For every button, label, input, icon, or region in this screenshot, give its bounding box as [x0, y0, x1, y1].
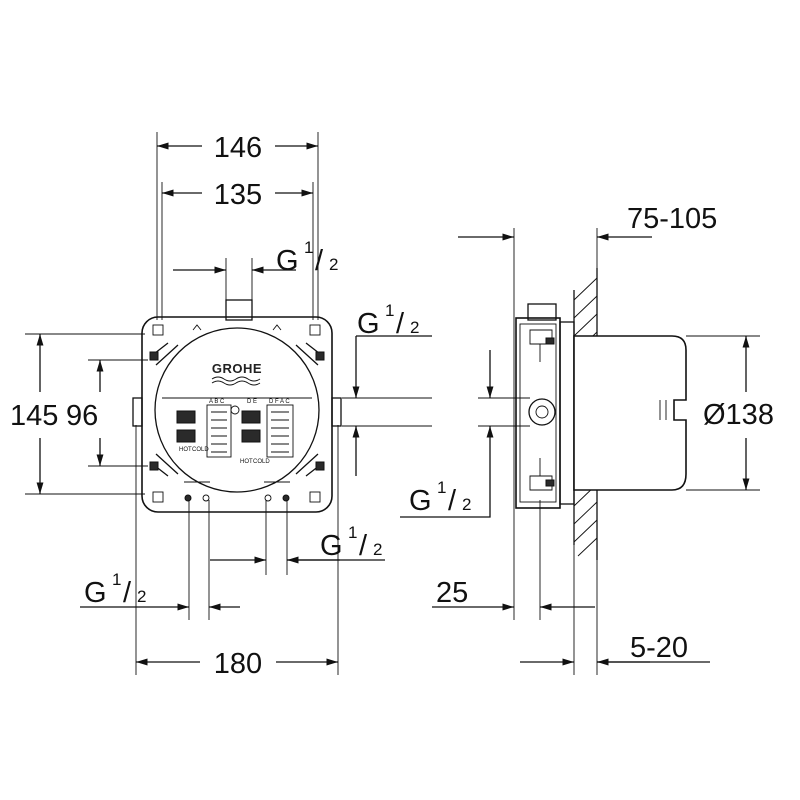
dim-width-inner: 135: [214, 179, 262, 211]
svg-text:1: 1: [348, 523, 357, 542]
thread-label-bottom-left: G 1 / 2: [84, 570, 146, 609]
dim-tile-depth: 5-20: [630, 632, 688, 664]
svg-text:1: 1: [437, 478, 446, 497]
thread-label-side: G 1 / 2: [409, 478, 471, 517]
svg-text:HOT: HOT: [179, 447, 192, 453]
svg-text:/: /: [396, 308, 405, 340]
svg-text:COLD: COLD: [253, 459, 270, 465]
grohe-logo-wave: [211, 376, 261, 386]
svg-text:G: G: [357, 308, 380, 340]
side-view: [514, 268, 687, 560]
center-disc: [154, 327, 320, 493]
dim-height-inner: 96: [66, 400, 98, 432]
frame-top-stub: [527, 303, 557, 321]
svg-text:1: 1: [304, 238, 313, 257]
svg-text:/: /: [359, 530, 368, 562]
dim-body-depth: 25: [436, 577, 468, 609]
svg-text:/: /: [123, 577, 132, 609]
box-body: [141, 316, 333, 513]
dim-base-width: 180: [214, 648, 262, 680]
left-tab: [132, 397, 143, 427]
svg-text:2: 2: [137, 587, 146, 606]
svg-text:A B C: A B C: [209, 399, 225, 405]
bottom-outlets: [184, 481, 290, 502]
svg-text:1: 1: [112, 570, 121, 589]
dim-width-outer: 146: [214, 132, 262, 164]
valve-schematic: HOT COLD HOT COLD A B C D E D F A C: [176, 399, 294, 465]
svg-text:1: 1: [385, 301, 394, 320]
front-dimension-lines: [25, 132, 432, 675]
thread-label-bottom-right: G 1 / 2: [320, 523, 382, 562]
svg-text:2: 2: [462, 495, 471, 514]
grohe-logo-text: GROHE: [212, 361, 262, 376]
svg-text:G: G: [276, 245, 299, 277]
side-dimension-lines: [400, 228, 760, 675]
thread-label-right: G 1 / 2: [357, 301, 419, 340]
svg-text:/: /: [448, 485, 457, 517]
dim-diameter: Ø138: [703, 399, 774, 431]
svg-text:G: G: [320, 530, 343, 562]
svg-text:2: 2: [410, 318, 419, 337]
dim-wall-depth: 75-105: [627, 203, 717, 235]
mounting-plate: [559, 321, 575, 505]
thread-label-top: G 1 / 2: [276, 238, 338, 277]
svg-text:2: 2: [329, 255, 338, 274]
front-cover: [573, 335, 687, 491]
svg-text:G: G: [84, 577, 107, 609]
right-tab: [331, 397, 342, 427]
svg-text:HOT: HOT: [240, 459, 253, 465]
svg-text:D F A C: D F A C: [269, 399, 290, 405]
corner-fixings: [149, 324, 325, 503]
svg-text:/: /: [315, 245, 324, 277]
front-view: GROHE HOT COLD HOT COLD A B C D E D F A …: [132, 299, 342, 513]
svg-text:2: 2: [373, 540, 382, 559]
side-inlet-nut: [528, 398, 556, 426]
svg-text:D E: D E: [247, 399, 257, 405]
top-inlet: [225, 299, 253, 321]
dim-height-outer: 145: [10, 400, 58, 432]
svg-text:G: G: [409, 485, 432, 517]
svg-text:COLD: COLD: [192, 447, 209, 453]
